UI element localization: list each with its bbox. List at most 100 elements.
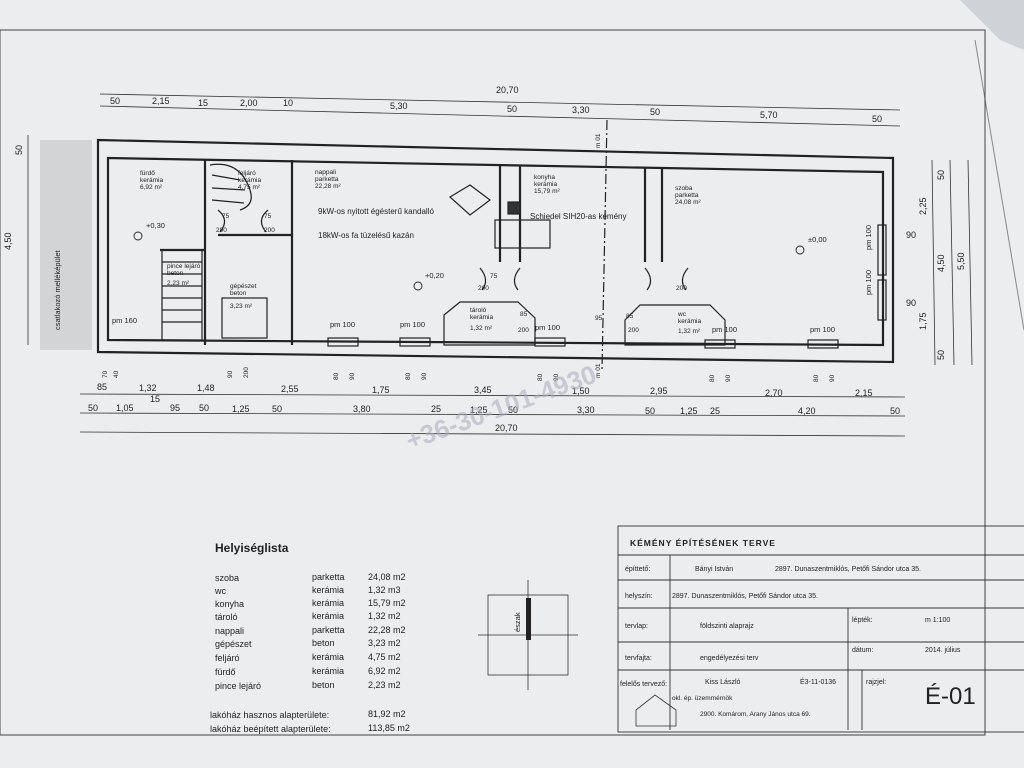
designer-logo xyxy=(635,694,677,727)
room-bath-floor: kerámia xyxy=(140,177,164,184)
door-swing-6 xyxy=(260,209,269,233)
svg-text:50: 50 xyxy=(645,406,655,416)
fireplace-symbol xyxy=(448,184,491,216)
exterior-wall-outer xyxy=(96,138,895,364)
tb-sheet-label: tervlap: xyxy=(625,623,648,630)
svg-text:15: 15 xyxy=(150,394,160,404)
svg-text:3,23 m2: 3,23 m2 xyxy=(368,638,401,648)
bottom-total-dim: 20,70 xyxy=(495,423,518,433)
svg-text:85: 85 xyxy=(97,382,107,392)
window-4 xyxy=(704,339,736,349)
svg-text:90: 90 xyxy=(421,372,428,380)
fireplace-annotation: 9kW-os nyitott égésterű kandalló xyxy=(318,207,434,216)
svg-text:gépészet: gépészet xyxy=(215,639,252,649)
pm-label: pm 100 xyxy=(864,270,873,295)
height-label: 200 xyxy=(628,327,639,334)
tb-type-label: tervfajta: xyxy=(625,655,652,662)
svg-text:50: 50 xyxy=(507,104,517,114)
svg-text:70: 70 xyxy=(102,370,109,378)
tb-type-value: engedélyezési terv xyxy=(700,655,759,662)
tb-scale-value: m 1:100 xyxy=(925,617,950,624)
room-cellar-area: 2,23 m² xyxy=(167,280,190,287)
svg-text:parketta: parketta xyxy=(312,625,345,635)
svg-text:feljáró: feljáró xyxy=(215,653,240,663)
svg-text:50: 50 xyxy=(199,403,209,413)
svg-text:3,30: 3,30 xyxy=(572,105,590,115)
border-frame xyxy=(0,29,986,736)
section-axis-line xyxy=(601,119,608,371)
height-label: 75 xyxy=(490,273,498,280)
svg-text:kerámia: kerámia xyxy=(312,652,344,662)
svg-text:3,45: 3,45 xyxy=(474,385,492,395)
svg-text:lakóház hasznos alapterülete:: lakóház hasznos alapterülete: xyxy=(210,710,329,720)
window-1 xyxy=(327,337,359,347)
stair-flight xyxy=(161,249,203,341)
svg-text:90: 90 xyxy=(553,373,560,381)
svg-text:113,85 m2: 113,85 m2 xyxy=(368,723,410,733)
top-row-dim-line xyxy=(99,105,901,127)
tb-site-label: helyszín: xyxy=(625,593,653,600)
chimney-annotation: Schiedel SIH20-as kémény xyxy=(530,212,627,221)
svg-text:kerámia: kerámia xyxy=(312,611,344,621)
window-5 xyxy=(807,339,839,349)
svg-text:2,70: 2,70 xyxy=(765,388,783,398)
tb-date-label: dátum: xyxy=(852,647,873,654)
svg-text:1,05: 1,05 xyxy=(116,403,134,413)
level-label-1: +0,30 xyxy=(146,221,165,230)
top-total-dim-line xyxy=(99,93,901,111)
bottom-total-dim-line xyxy=(79,431,906,437)
pm-label: pm 100 xyxy=(712,325,737,334)
svg-text:2,25: 2,25 xyxy=(918,197,928,215)
svg-text:80: 80 xyxy=(405,372,412,380)
svg-text:50: 50 xyxy=(872,114,882,124)
pm-label: pm 100 xyxy=(810,325,835,334)
svg-text:90: 90 xyxy=(227,370,234,378)
svg-text:kerámia: kerámia xyxy=(312,666,344,676)
right-dim-line-1 xyxy=(931,159,936,366)
height-label: 85 xyxy=(520,311,528,318)
height-label: 200 xyxy=(676,285,687,292)
room-wc-area: 1,32 m² xyxy=(678,328,701,335)
svg-text:lakóház beépített alapterülete: lakóház beépített alapterülete: xyxy=(210,724,331,734)
opening-dims: 70 40 90 200 80 90 80 90 80 90 80 90 80 … xyxy=(102,367,836,382)
svg-text:40: 40 xyxy=(113,370,120,378)
chimney-symbol xyxy=(507,201,521,215)
room-kitchen-floor: kerámia xyxy=(534,181,558,188)
svg-text:81,92 m2: 81,92 m2 xyxy=(368,709,406,719)
height-label: 75 xyxy=(222,213,230,220)
svg-text:szoba: szoba xyxy=(215,573,239,583)
height-label: 200 xyxy=(216,227,227,234)
top-row-dims: 50 2,15 15 2,00 10 5,30 50 3,30 50 5,70 … xyxy=(110,96,882,124)
height-label: 200 xyxy=(518,327,529,334)
svg-text:2,15: 2,15 xyxy=(855,388,873,398)
svg-text:kerámia: kerámia xyxy=(312,585,344,595)
svg-text:90: 90 xyxy=(725,374,732,382)
room-labels: fürdő kerámia 6,92 m² feljáró kerámia 4,… xyxy=(140,169,702,335)
room-mech-area: 3,23 m² xyxy=(230,303,253,310)
room-room-floor: parketta xyxy=(675,192,699,199)
room-kitchen-name: konyha xyxy=(534,174,555,181)
window-2 xyxy=(399,337,431,347)
boiler-symbol xyxy=(494,219,551,249)
north-arrow-icon xyxy=(526,598,531,640)
svg-text:2,55: 2,55 xyxy=(281,384,299,394)
tb-designer-reg: É3-11-0136 xyxy=(800,677,836,686)
svg-text:fürdő: fürdő xyxy=(215,667,236,677)
height-label: 95 xyxy=(595,315,603,322)
level-label-2: +0,20 xyxy=(425,271,444,280)
svg-text:50: 50 xyxy=(650,107,660,117)
right-dim-line-2 xyxy=(949,159,955,366)
svg-text:konyha: konyha xyxy=(215,599,244,609)
svg-text:1,75: 1,75 xyxy=(372,385,390,395)
room-cellar-name: pince lejáró xyxy=(167,263,201,270)
room-bath-area: 6,92 m² xyxy=(140,184,163,191)
room-living-area: 22,28 m² xyxy=(315,183,341,190)
room-room-area: 24,08 m² xyxy=(675,199,701,206)
room-storage-floor: kerámia xyxy=(470,314,494,321)
pm-label: pm 100 xyxy=(864,225,873,250)
svg-text:beton: beton xyxy=(312,638,335,648)
bottom-row2-dims: 50 1,05 95 50 1,25 50 3,80 25 1,25 50 3,… xyxy=(88,403,900,416)
boiler-annotation: 18kW-os fa tüzelésű kazán xyxy=(318,231,414,240)
svg-text:wc: wc xyxy=(214,586,226,596)
svg-text:2,95: 2,95 xyxy=(650,386,668,396)
